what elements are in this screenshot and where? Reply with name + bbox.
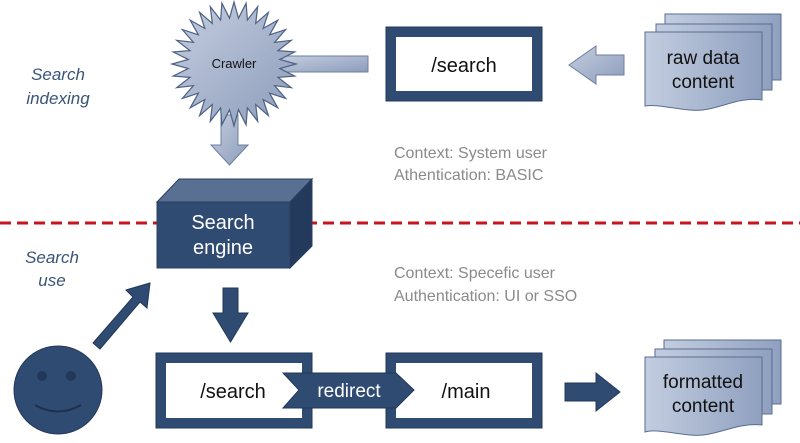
redirect-label: redirect — [317, 381, 381, 402]
smiley-face-icon — [13, 345, 103, 435]
section-label-line: indexing — [26, 89, 90, 108]
search-endpoint-label: /search — [431, 55, 497, 77]
document-stack-icon — [644, 13, 782, 111]
search-box-inner — [396, 37, 532, 91]
search-engine-node: Search engine — [155, 177, 314, 270]
arrow-left-icon — [568, 45, 625, 85]
chevron-right-icon — [281, 372, 415, 409]
search-endpoint-label: /search — [200, 381, 266, 403]
arrow-right-icon — [564, 371, 621, 413]
section-label-indexing: Search indexing — [26, 65, 90, 108]
section-label-line: Search — [31, 65, 85, 84]
section-label-line: Search — [25, 248, 79, 267]
raw-data-label-line: content — [672, 72, 735, 93]
context-specific: Context: Specefic user Authentication: U… — [394, 265, 577, 305]
search-engine-label-line: engine — [193, 237, 253, 259]
section-label-use: Search use — [25, 248, 79, 290]
crawler-label: Crawler — [212, 56, 257, 71]
arrow-down-icon — [212, 287, 249, 343]
formatted-label-line: content — [672, 396, 735, 417]
context-line: Context: Specefic user — [394, 265, 556, 282]
arrow-down-icon — [209, 114, 250, 166]
raw-data-label-line: raw data — [667, 48, 740, 69]
arrow-up-right-icon — [92, 282, 151, 350]
context-line: Athentication: BASIC — [394, 167, 543, 184]
section-label-line: use — [38, 271, 65, 290]
document-stack-icon — [644, 339, 782, 436]
search-engine-label-line: Search — [191, 212, 254, 234]
main-endpoint-label: /main — [442, 381, 491, 403]
search-endpoint-top: /search — [385, 26, 543, 102]
context-line: Authentication: UI or SSO — [394, 288, 577, 305]
crawler-node: Crawler — [169, 0, 299, 129]
context-system: Context: System user Athentication: BASI… — [394, 145, 548, 184]
search-endpoint-bottom: /search — [155, 352, 313, 429]
formatted-content-node: formatted content — [644, 339, 782, 436]
redirect-connector: redirect — [281, 372, 415, 409]
context-line: Context: System user — [394, 145, 548, 162]
user-node — [13, 345, 103, 435]
formatted-label-line: formatted — [663, 372, 743, 393]
raw-data-content-node: raw data content — [644, 13, 782, 111]
starburst-icon — [169, 0, 299, 129]
